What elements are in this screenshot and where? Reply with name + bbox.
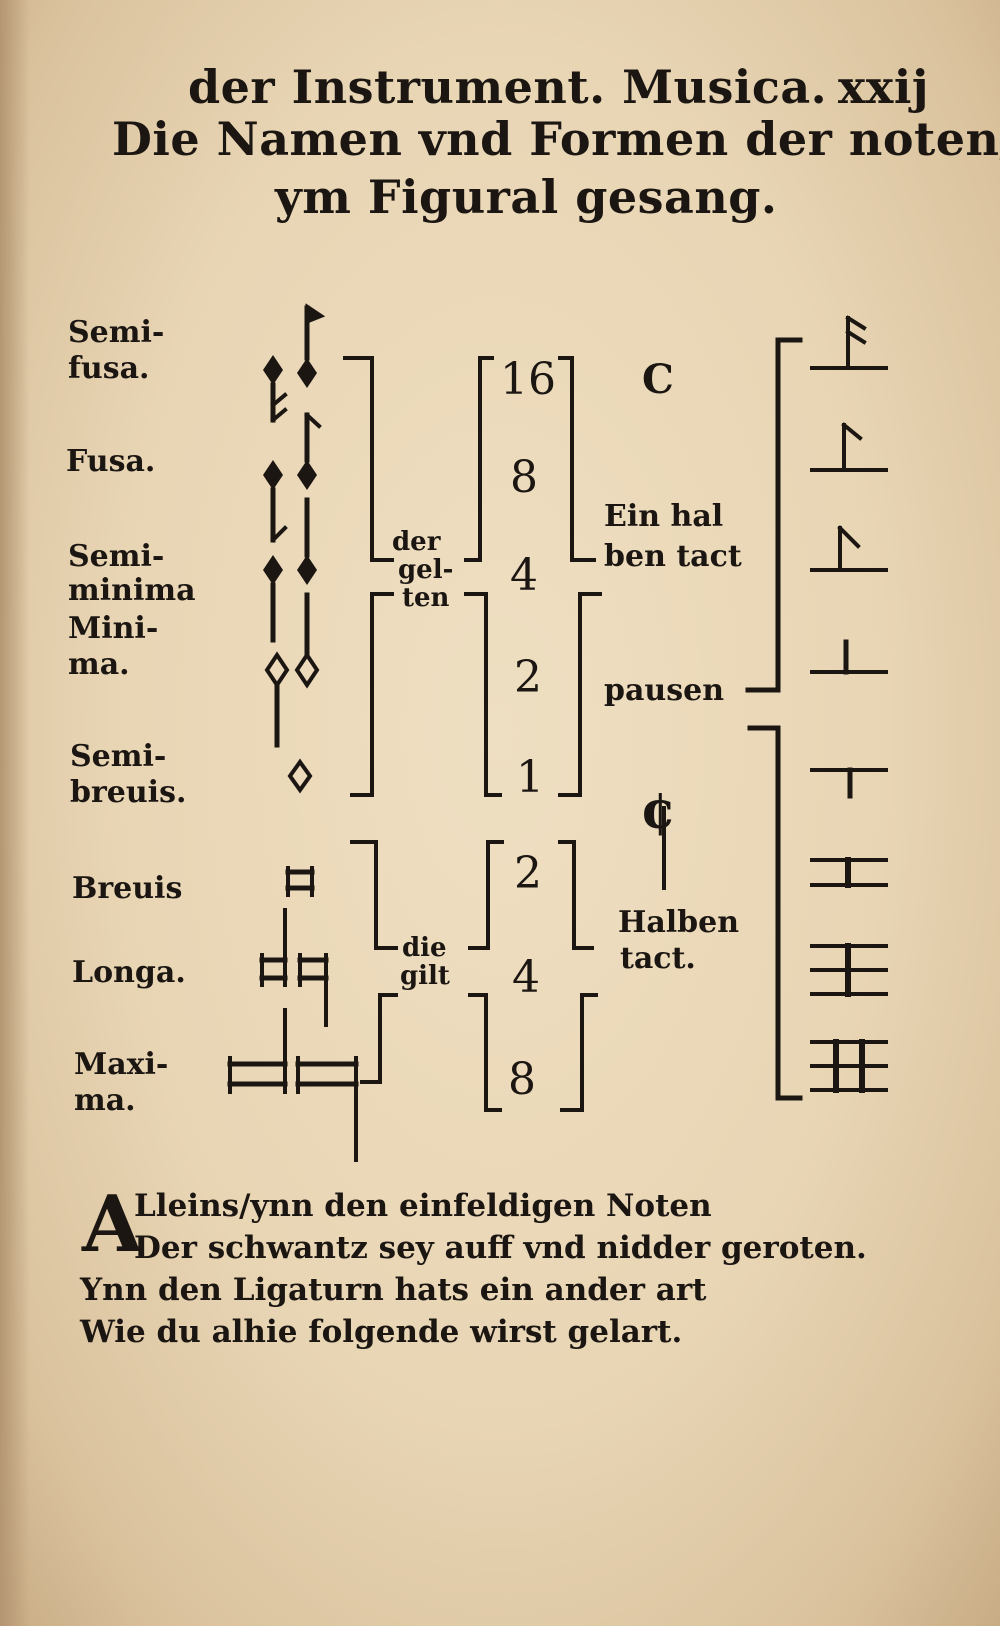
semiminima-note-icon	[263, 497, 317, 643]
value-maxima: 8	[508, 1054, 536, 1105]
verse-line: Ynn den Ligaturn hats ein ander art	[80, 1272, 707, 1308]
running-head: der Instrument. Musica.	[188, 60, 828, 114]
verse-initial: A	[82, 1179, 143, 1270]
note-label-line: Semi-	[68, 315, 165, 350]
minima-rest-icon	[810, 639, 888, 675]
fusa-note-icon	[263, 412, 322, 543]
halben-tact-label-line: Halben	[618, 905, 740, 940]
minima-note-icon	[264, 592, 320, 748]
semifusa-rest-icon	[810, 315, 888, 370]
verse-line: Der schwantz sey auff vnd nidder geroten…	[134, 1230, 867, 1266]
half-tact-label-line: ben tact	[604, 539, 742, 574]
pausen-label: pausen	[604, 673, 725, 708]
value-semiminima: 4	[510, 550, 538, 601]
semibreuis-rest-icon	[810, 767, 888, 799]
note-label-line: Maxi-	[74, 1047, 169, 1082]
bracket-values-left-large-upper	[468, 840, 504, 950]
page-subtitle: ym Figural gesang.	[275, 170, 778, 224]
bracket-values-right-large-upper	[558, 840, 594, 950]
tempus-sign-cut-c: ¢	[640, 780, 677, 841]
breuis-note-icon	[285, 866, 315, 897]
bracket-large-notes-upper	[350, 840, 398, 950]
bracket-rests-lower	[747, 725, 803, 1101]
maxima-rest-icon	[810, 1039, 888, 1093]
fusa-rest-icon	[810, 422, 888, 472]
bracket-values-right-lower	[558, 592, 602, 797]
value-fusa: 8	[510, 452, 538, 503]
group-label-line: der	[392, 527, 441, 557]
page-title: Die Namen vnd Formen der noten/	[112, 112, 1000, 166]
bracket-small-notes-lower	[350, 592, 394, 797]
bracket-values-right-large-lower	[560, 993, 598, 1112]
bracket-values-left-large-lower	[468, 993, 502, 1112]
bracket-values-right-upper	[558, 356, 596, 562]
value-semibreuis: 1	[516, 752, 544, 803]
semibreuis-note-icon	[287, 758, 313, 794]
tempus-sign-c: C	[642, 356, 674, 403]
note-label-line: Semi-	[70, 739, 167, 774]
note-label-line: Breuis	[72, 871, 183, 906]
value-semifusa: 16	[500, 354, 556, 405]
value-breuis: 2	[514, 848, 542, 899]
note-label-line: breuis.	[70, 775, 187, 810]
maxima-note-icon	[227, 1008, 359, 1162]
note-label-line: ma.	[68, 647, 130, 682]
note-label-line: fusa.	[68, 351, 150, 386]
verse-line: Wie du alhie folgende wirst gelart.	[80, 1314, 683, 1350]
note-label-line: Longa.	[72, 955, 186, 990]
bracket-values-left-upper	[464, 356, 494, 562]
halben-tact-label-line: tact.	[620, 941, 696, 976]
note-label-line: minima	[68, 573, 196, 608]
page-gutter-shadow	[0, 0, 30, 1626]
value-longa: 4	[512, 952, 540, 1003]
group-label-line: gel-	[398, 555, 454, 585]
semifusa-note-icon	[263, 303, 326, 423]
note-label-line: Fusa.	[66, 444, 156, 479]
bracket-values-left-lower	[464, 592, 502, 797]
note-label-line: Mini-	[68, 611, 159, 646]
breuis-rest-icon	[810, 857, 888, 888]
note-label-line: Semi-	[68, 539, 165, 574]
longa-note-icon	[259, 908, 329, 1027]
bracket-large-notes-lower	[360, 993, 398, 1084]
note-label-line: ma.	[74, 1083, 136, 1118]
folio-number: xxij	[838, 60, 929, 114]
half-tact-label-line: Ein hal	[604, 499, 724, 534]
verse-line: Lleins/ynn den einfeldigen Noten	[134, 1188, 712, 1224]
group-label-line: ten	[402, 583, 450, 613]
group-label-line: die	[402, 933, 447, 963]
bracket-rests-upper	[745, 337, 803, 693]
semiminima-rest-icon	[810, 525, 888, 572]
group-label-line: gilt	[400, 961, 450, 991]
value-minima: 2	[514, 652, 542, 703]
longa-rest-icon	[810, 943, 888, 997]
bracket-small-notes-upper	[343, 356, 394, 562]
